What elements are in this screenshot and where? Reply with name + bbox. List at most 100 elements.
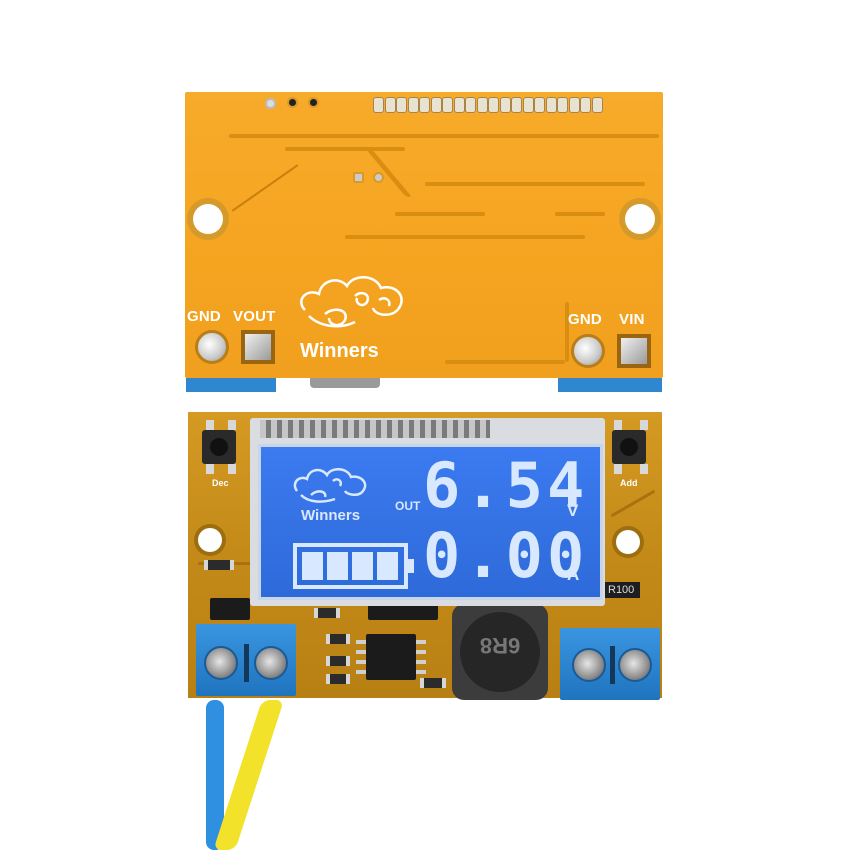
header-pin — [465, 97, 476, 113]
header-pin — [430, 97, 442, 113]
header-pin — [511, 97, 522, 113]
pcb-trace — [345, 235, 585, 239]
blue-wire — [206, 700, 224, 850]
header-pin — [580, 97, 591, 113]
lcd-brand-text: Winners — [301, 507, 361, 524]
pcb-trace — [231, 164, 299, 212]
lcd-screen: Winners OUT 6.54 V 0.00 A — [258, 444, 603, 600]
battery-icon — [293, 543, 408, 589]
dec-button[interactable] — [202, 430, 236, 464]
terminal-screw[interactable] — [204, 646, 238, 680]
input-terminal-block — [560, 628, 660, 700]
header-pin — [534, 97, 545, 113]
terminal-block-edge — [558, 378, 662, 392]
ic-pin — [356, 640, 366, 644]
via — [308, 97, 319, 108]
smd-capacitor — [326, 656, 350, 666]
ic-pin — [356, 670, 366, 674]
battery-bar — [327, 552, 348, 580]
header-pin — [476, 97, 488, 113]
dec-button-label: Dec — [212, 478, 229, 488]
button-leg — [640, 464, 648, 474]
smd-resistor — [314, 608, 340, 618]
battery-bar — [377, 552, 398, 580]
add-button[interactable] — [612, 430, 646, 464]
battery-nub — [408, 559, 414, 573]
smd-capacitor — [420, 678, 446, 688]
gnd-input-label: GND — [568, 311, 602, 328]
button-leg — [206, 464, 214, 474]
voltage-reading: 6.54 — [423, 449, 589, 522]
cloud-logo-icon — [293, 468, 367, 503]
pcb-trace — [610, 489, 656, 518]
voltage-unit: V — [567, 501, 579, 520]
via — [287, 97, 298, 108]
lcd-display-module: Winners OUT 6.54 V 0.00 A — [250, 418, 605, 606]
header-pin — [407, 97, 419, 113]
button-leg — [614, 420, 622, 430]
gnd-out-pad — [195, 330, 229, 364]
inductor-core — [460, 612, 540, 692]
header-pin — [419, 97, 430, 113]
pcb-trace — [364, 147, 412, 197]
button-leg — [228, 464, 236, 474]
power-inductor: 6R8 — [452, 604, 548, 700]
terminal-divider — [610, 646, 615, 684]
vin-pad — [617, 334, 651, 368]
terminal-divider — [244, 644, 249, 682]
current-reading: 0.00 — [423, 519, 589, 592]
header-pin — [453, 97, 465, 113]
button-leg — [206, 420, 214, 430]
button-leg — [640, 420, 648, 430]
mount-hole — [193, 204, 223, 234]
output-terminal-block — [196, 624, 296, 696]
battery-bar — [302, 552, 323, 580]
mount-hole — [616, 530, 640, 554]
cloud-logo-icon — [300, 276, 403, 328]
header-pin — [568, 97, 580, 113]
header-pin — [396, 97, 407, 113]
smd-capacitor — [326, 634, 350, 644]
terminal-screw[interactable] — [254, 646, 288, 680]
via — [353, 172, 364, 183]
pcb-trace — [445, 360, 565, 364]
ic-pin — [416, 660, 426, 664]
mount-hole — [198, 528, 222, 552]
mount-hole — [625, 204, 655, 234]
ic-pin — [416, 640, 426, 644]
battery-bar — [352, 552, 373, 580]
header-pin — [591, 97, 603, 113]
pcb-trace — [425, 182, 645, 186]
terminal-screw[interactable] — [618, 648, 652, 682]
inductor-edge — [310, 378, 380, 388]
brand-silkscreen: Winners — [300, 340, 379, 362]
button-leg — [614, 464, 622, 474]
gnd-in-pad — [571, 334, 605, 368]
pcb-trace — [285, 147, 405, 151]
lcd-pins — [260, 420, 490, 438]
vout-pad — [241, 330, 275, 364]
add-button-label: Add — [620, 478, 638, 488]
diode — [210, 598, 250, 620]
smd-capacitor — [326, 674, 350, 684]
regulator-ic — [366, 634, 416, 680]
ic-pin — [356, 660, 366, 664]
header-pin — [384, 97, 396, 113]
current-unit: A — [567, 565, 580, 584]
header-pin — [373, 97, 384, 113]
header-pin — [545, 97, 557, 113]
ic-pin — [356, 650, 366, 654]
out-label: OUT — [395, 499, 421, 513]
vout-label: VOUT — [233, 308, 276, 325]
smd-resistor — [204, 560, 234, 570]
terminal-block-edge — [186, 378, 276, 392]
header-pin — [488, 97, 499, 113]
inductor-marking: 6R8 — [479, 633, 521, 658]
pcb-trace — [395, 212, 485, 216]
header-pin — [522, 97, 534, 113]
header-pin — [499, 97, 511, 113]
button-leg — [228, 420, 236, 430]
via — [373, 172, 384, 183]
terminal-screw[interactable] — [572, 648, 606, 682]
pcb-trace — [565, 302, 569, 362]
